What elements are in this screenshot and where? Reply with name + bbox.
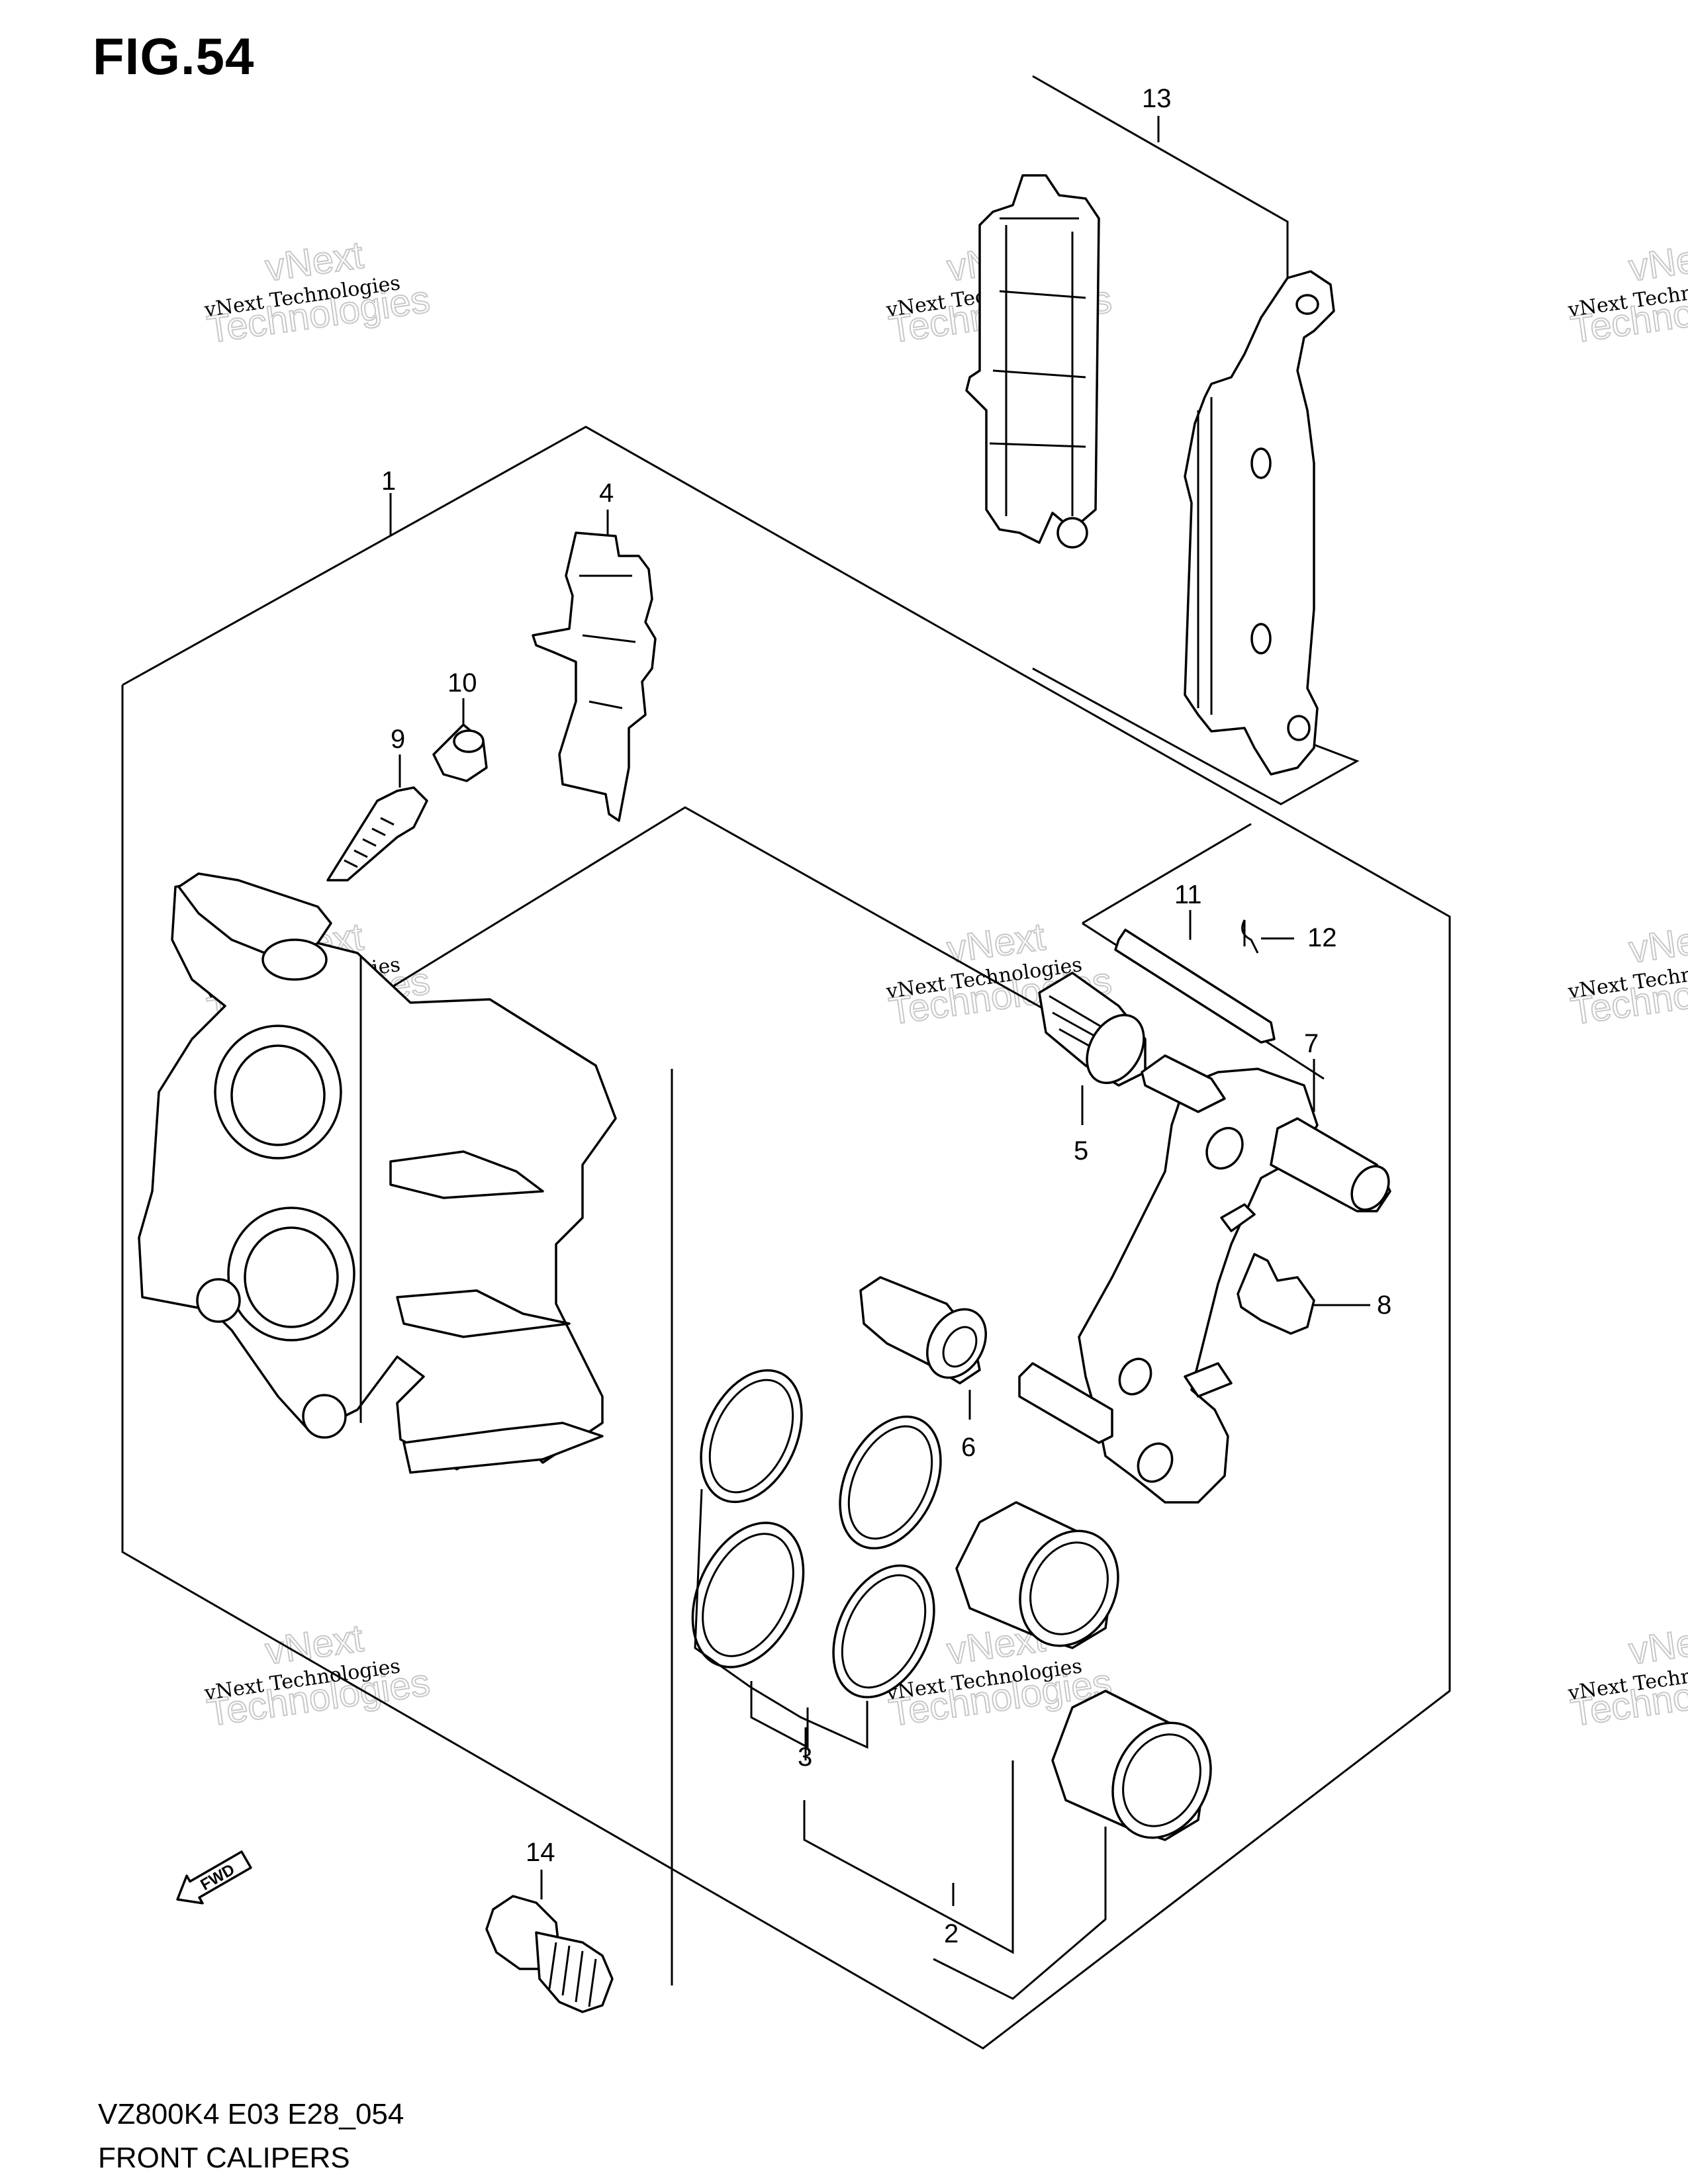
caliper-bracket	[1018, 1054, 1391, 1504]
brake-pad-rear	[1184, 270, 1335, 776]
slide-pin-boot-lower	[859, 1276, 987, 1385]
watermark-group: vNext Technologies vNext Technologies vN…	[203, 233, 1688, 1735]
pad-pin-clip	[1241, 919, 1259, 954]
frame-caliper-assembly	[121, 426, 1451, 2050]
svg-text:vNext: vNext	[1626, 1617, 1688, 1673]
callout-10: 10	[447, 668, 477, 698]
watermark-top-right: vNext Technologies vNext Technologies	[1566, 233, 1688, 352]
callout-11: 11	[1174, 880, 1202, 909]
callout-9: 9	[391, 725, 405, 754]
bleeder-cap	[432, 723, 488, 782]
assembly-frames	[121, 75, 1451, 2050]
frame-inner-box	[317, 806, 1086, 1034]
callout-1: 1	[381, 467, 396, 496]
bleeder-screw	[326, 786, 428, 882]
frame-pad-group	[1032, 75, 1360, 805]
slide-pin-boot	[1038, 972, 1147, 1087]
watermark-mid-right: vNext Technologies vNext Technologies	[1566, 915, 1688, 1034]
callout-13: 13	[1142, 84, 1172, 113]
watermark-top-left: vNext Technologies vNext Technologies	[203, 233, 433, 352]
diagram-name: FRONT CALIPERS	[98, 2142, 350, 2174]
callout-2: 2	[944, 1919, 959, 1948]
forward-direction-arrow-icon: FWD	[176, 1850, 252, 1905]
callout-12: 12	[1307, 923, 1337, 952]
callout-layer: 1 2 3 4 5 6 7 8 9 10 11 12 13 14	[381, 84, 1391, 1948]
mounting-bolt	[485, 1895, 614, 2013]
diagram-code: VZ800K4 E03 E28_054	[98, 2098, 404, 2130]
pad-pin	[1114, 929, 1276, 1044]
watermark-low-right: vNext Technologies vNext Technologies	[1566, 1616, 1688, 1735]
callout-6: 6	[961, 1433, 976, 1462]
pad-spring	[532, 531, 657, 822]
callout-14: 14	[526, 1838, 555, 1867]
brake-pad-front	[965, 174, 1100, 549]
callout-4: 4	[599, 478, 614, 508]
svg-text:vNext: vNext	[1626, 234, 1688, 290]
frame-bracket-group	[1082, 823, 1252, 925]
pad-retainer-clip	[1237, 1253, 1315, 1335]
callout-7: 7	[1304, 1029, 1319, 1058]
piston-seals	[691, 1369, 942, 1749]
callout-8: 8	[1377, 1291, 1391, 1320]
caliper-body	[138, 872, 617, 1474]
callout-5: 5	[1074, 1136, 1088, 1165]
watermark-low-left: vNext Technologies vNext Technologies	[203, 1616, 433, 1735]
svg-text:vNext: vNext	[1626, 915, 1688, 972]
pistons	[803, 1501, 1212, 2000]
figure-title: FIG.54	[93, 27, 255, 85]
callout-3: 3	[798, 1743, 812, 1772]
